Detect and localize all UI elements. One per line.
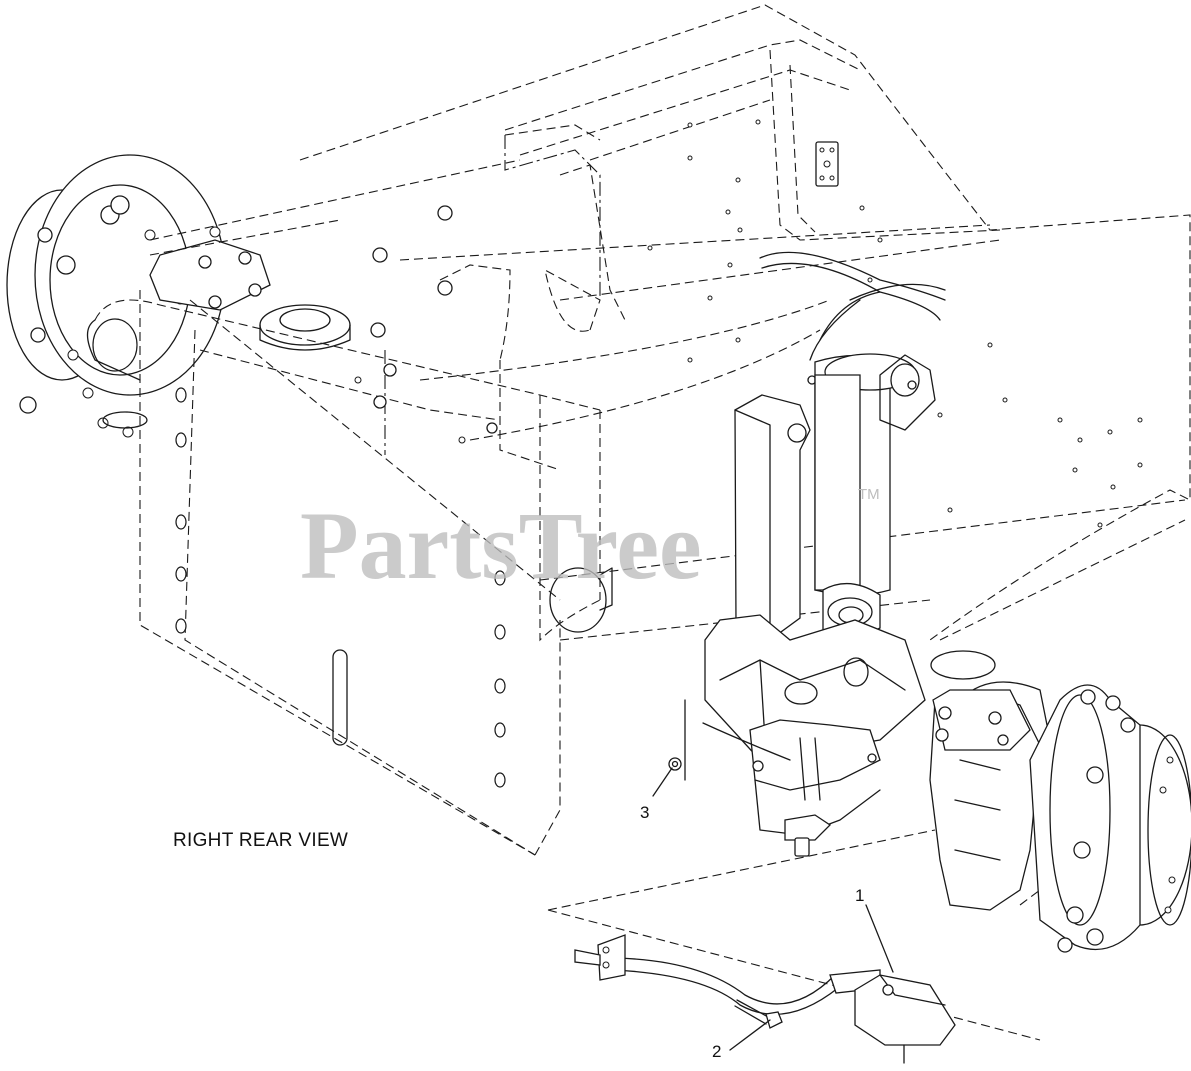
callout-1: 1 [855, 886, 864, 905]
watermark-text: PartsTree [300, 492, 702, 599]
sensor-cable [547, 829, 1041, 1064]
plate-bracket [815, 141, 839, 187]
leader-lines [652, 767, 894, 1051]
watermark-trademark: TM [858, 486, 880, 503]
left-motor [149, 239, 271, 311]
bolt-part-2 [734, 999, 783, 1029]
lift-cylinder [734, 353, 936, 641]
left-wheel-hub [6, 154, 226, 438]
frame-plate [299, 4, 1191, 641]
right-wheel-motor [929, 650, 1191, 953]
callout-3: 3 [640, 803, 649, 822]
hydraulic-lines [759, 251, 946, 361]
axle-frame [86, 124, 626, 856]
plate-holes [647, 119, 1143, 528]
callout-2: 2 [712, 1042, 721, 1061]
pivot-base [684, 614, 926, 857]
view-label: RIGHT REAR VIEW [173, 830, 348, 851]
nut-part-3 [668, 757, 682, 771]
